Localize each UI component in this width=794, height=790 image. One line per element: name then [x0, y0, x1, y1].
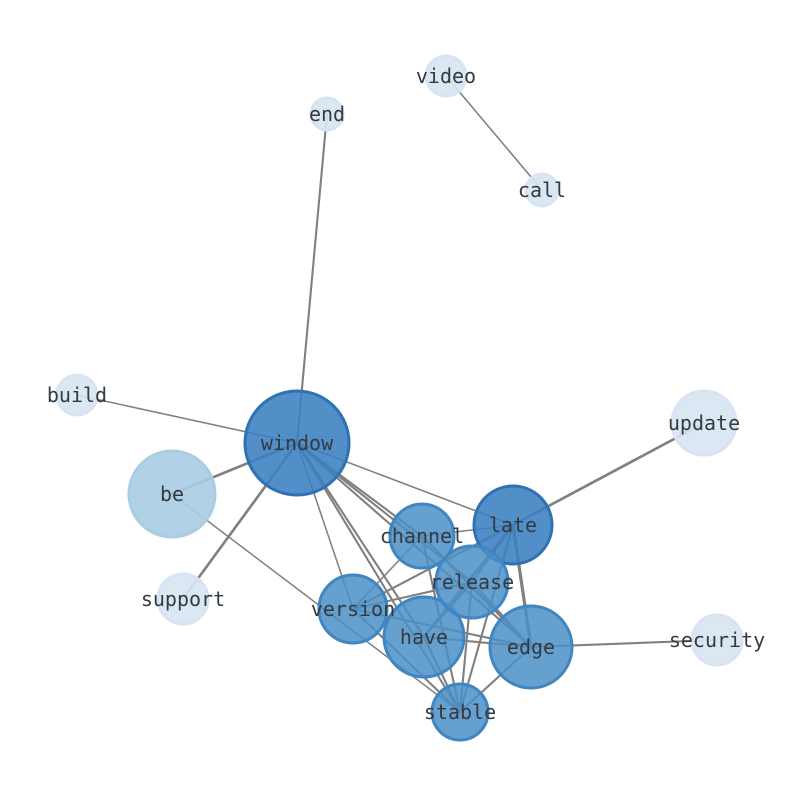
node-label-call: call — [518, 178, 566, 202]
node-circle-end — [309, 96, 345, 132]
node-be — [127, 449, 217, 539]
node-update — [670, 389, 738, 457]
node-support — [156, 572, 210, 626]
node-circle-window — [243, 389, 351, 497]
node-label-release: release — [430, 570, 514, 594]
node-label-security: security — [669, 628, 765, 652]
node-label-update: update — [668, 411, 740, 435]
node-label-channel: channel — [380, 524, 464, 548]
node-circle-edge — [488, 604, 574, 690]
edge-video-call — [445, 75, 543, 191]
node-circle-stable — [430, 682, 490, 742]
node-label-edge: edge — [507, 635, 555, 659]
node-circle-be — [127, 449, 217, 539]
node-label-stable: stable — [424, 700, 496, 724]
node-version — [317, 573, 389, 645]
node-label-video: video — [416, 64, 476, 88]
node-circle-late — [472, 484, 554, 566]
node-label-be: be — [160, 482, 184, 506]
node-window — [243, 389, 351, 497]
node-label-window: window — [261, 431, 334, 455]
node-circle-support — [156, 572, 210, 626]
node-call — [524, 172, 560, 208]
node-have — [382, 595, 466, 679]
node-late — [472, 484, 554, 566]
edge-window-end — [295, 112, 329, 445]
node-stable — [430, 682, 490, 742]
node-video — [424, 54, 468, 98]
nodes-layer: window late edge have release channel version s… — [47, 54, 765, 742]
node-label-have: have — [400, 625, 448, 649]
node-channel — [388, 502, 456, 570]
node-release — [434, 544, 510, 620]
node-circle-call — [524, 172, 560, 208]
node-edge — [488, 604, 574, 690]
node-label-version: version — [311, 597, 395, 621]
node-label-build: build — [47, 383, 107, 407]
node-label-end: end — [309, 102, 345, 126]
node-build — [55, 373, 99, 417]
node-circle-have — [382, 595, 466, 679]
node-circle-security — [690, 613, 744, 667]
node-circle-build — [55, 373, 99, 417]
node-circle-update — [670, 389, 738, 457]
node-end — [309, 96, 345, 132]
node-circle-video — [424, 54, 468, 98]
node-label-late: late — [489, 513, 537, 537]
node-circle-channel — [388, 502, 456, 570]
node-circle-version — [317, 573, 389, 645]
node-security — [690, 613, 744, 667]
node-circle-release — [434, 544, 510, 620]
node-label-support: support — [141, 587, 225, 611]
